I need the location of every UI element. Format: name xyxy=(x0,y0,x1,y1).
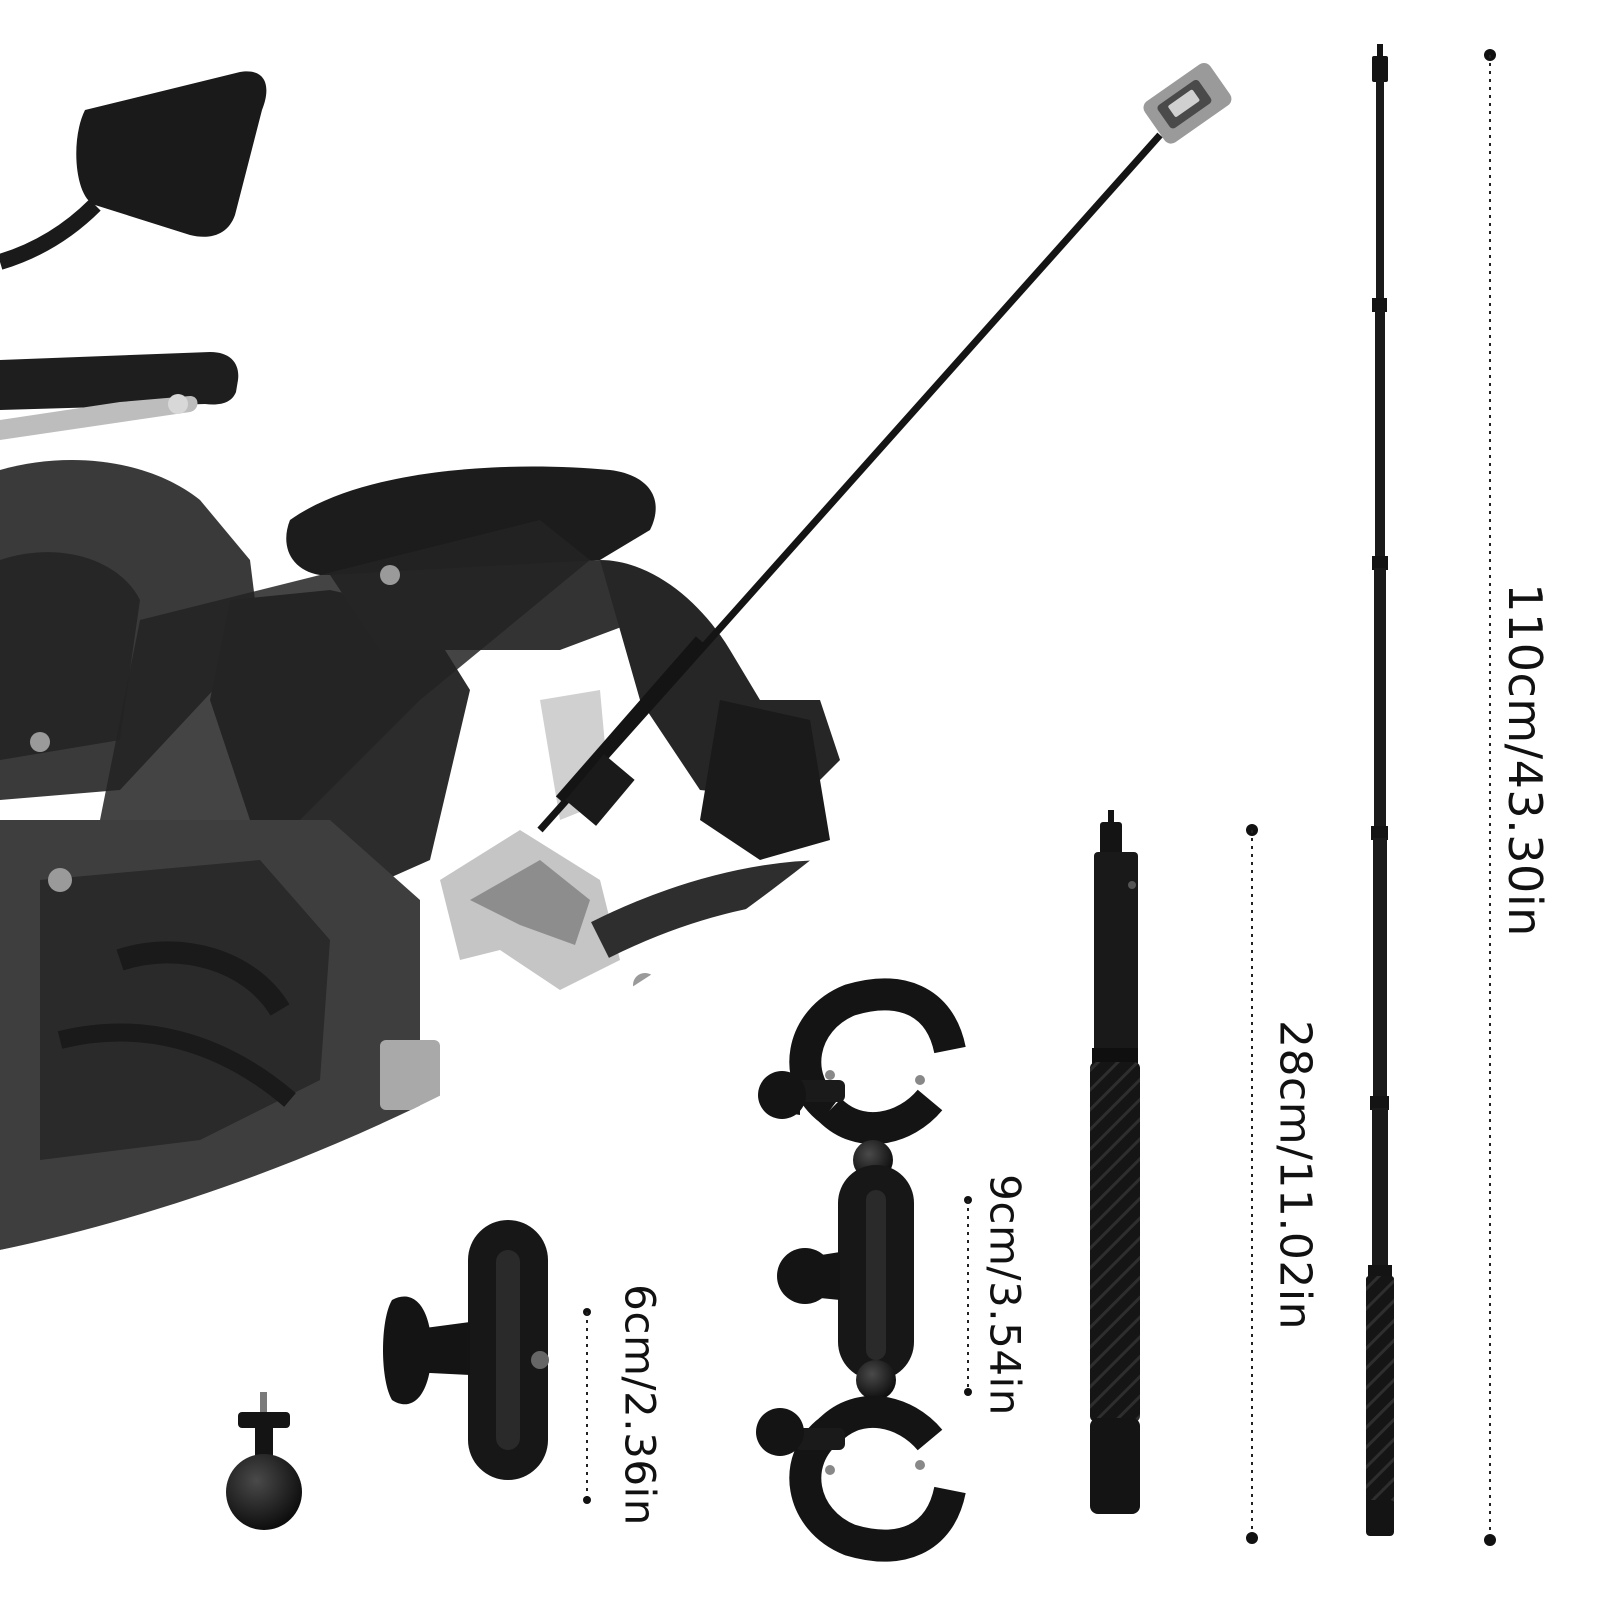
single-socket-arm-length-label: 6cm/2.36in xyxy=(615,1284,665,1526)
motorcycle-photo xyxy=(0,62,1232,1250)
dimension-marker-28cm xyxy=(1246,824,1258,1544)
ball-mount-adapter xyxy=(226,1392,302,1530)
dimension-marker-9cm xyxy=(964,1196,972,1396)
short-extension-pole xyxy=(1090,810,1140,1514)
motorcycle-mirror xyxy=(0,71,267,270)
bottom-claw-clamp xyxy=(756,1395,966,1562)
double-clamp-arm-length-label: 9cm/3.54in xyxy=(980,1174,1030,1416)
action-camera xyxy=(1143,62,1232,144)
telescopic-pole-length-label: 110cm/43.30in xyxy=(1498,583,1552,937)
double-clamp-arm xyxy=(756,978,966,1562)
motorcycle-handlebar xyxy=(0,352,239,440)
motorcycle-body xyxy=(0,460,840,1250)
dimension-marker-110cm xyxy=(1484,49,1496,1546)
mounted-selfie-stick xyxy=(537,62,1232,833)
top-claw-clamp xyxy=(758,978,966,1180)
short-pole-length-label: 28cm/11.02in xyxy=(1269,1020,1321,1330)
single-socket-arm xyxy=(383,1220,549,1480)
dimension-marker-6cm xyxy=(583,1308,591,1504)
telescopic-pole xyxy=(1366,44,1394,1536)
